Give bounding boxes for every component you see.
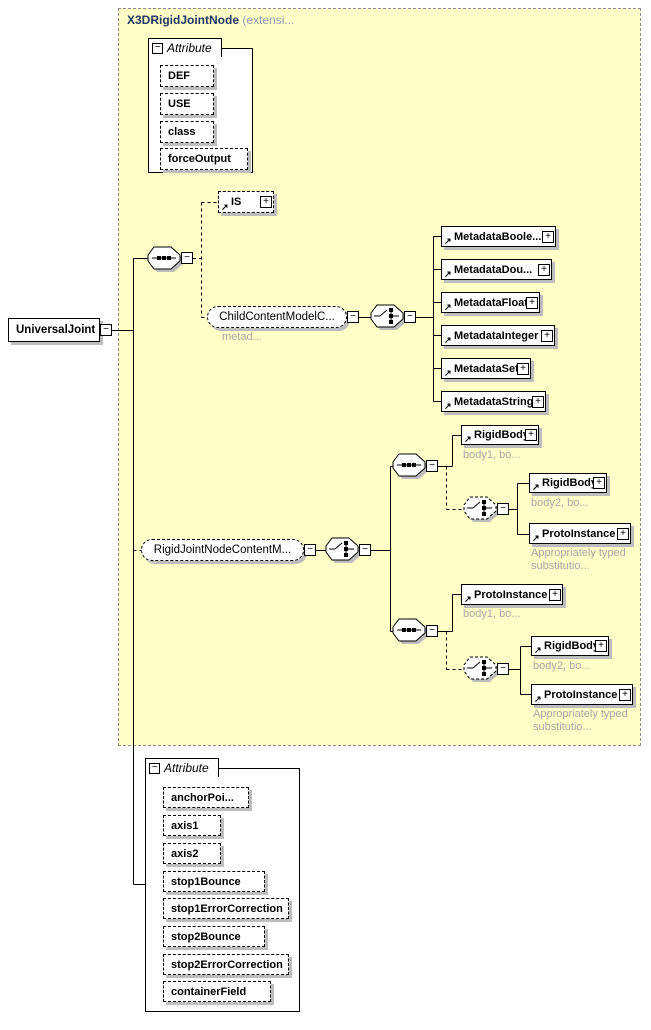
element-metadata-string[interactable]: ↗ MetadataString + (441, 391, 546, 412)
element-is[interactable]: ↗ IS + (218, 191, 274, 213)
attribute-forceoutput[interactable]: forceOutput (160, 148, 248, 170)
collapse-toggle-sequence[interactable]: − (426, 625, 438, 637)
expand-toggle[interactable]: + (526, 296, 538, 309)
expand-toggle[interactable]: + (542, 230, 554, 243)
choice-icon-optional (463, 656, 499, 682)
solid-connector-path (112, 236, 531, 885)
collapse-icon[interactable]: − (152, 42, 163, 54)
ref-arrow-icon: ↗ (444, 236, 452, 246)
element-annotation: Appropriately typed substitutio... (533, 708, 628, 733)
element-annotation: body1, bo... (463, 449, 521, 461)
element-annotation: body2, bo... (533, 660, 591, 672)
expand-toggle[interactable]: + (595, 640, 607, 652)
sequence-icon (392, 618, 428, 644)
collapse-icon[interactable]: − (149, 762, 160, 774)
collapse-toggle-childcontent[interactable]: − (347, 311, 359, 323)
expand-toggle[interactable]: + (593, 477, 605, 489)
expand-toggle[interactable]: + (538, 263, 550, 276)
ref-arrow-icon: ↗ (444, 335, 452, 345)
extension-title: X3DRigidJointNode (127, 13, 240, 27)
attribute-tab-label: Attribute (167, 41, 212, 55)
extension-suffix: (extensi... (242, 13, 295, 27)
dashed-connector-path (133, 202, 465, 670)
choice-icon (325, 537, 361, 563)
element-label: IS (231, 196, 242, 208)
collapse-toggle-rigidgroup[interactable]: − (304, 544, 316, 556)
expand-toggle-is[interactable]: + (260, 196, 272, 208)
element-metadata-boolean[interactable]: ↗ MetadataBoole... + (441, 226, 556, 247)
extension-header: X3DRigidJointNode (extensi... (127, 13, 294, 27)
attribute-stop2bounce[interactable]: stop2Bounce (163, 926, 265, 947)
ref-arrow-icon: ↗ (464, 594, 472, 604)
element-rigidbody-1[interactable]: ↗ RigidBody + (461, 425, 539, 445)
collapse-toggle-choice[interactable]: − (497, 503, 509, 515)
attribute-stop1errorcorrection[interactable]: stop1ErrorCorrection (163, 898, 289, 919)
ref-arrow-icon: ↗ (534, 645, 542, 655)
sequence-icon (147, 246, 183, 272)
collapse-toggle-root[interactable]: − (100, 324, 112, 336)
element-rigidbody-3[interactable]: ↗ RigidBody + (531, 636, 609, 656)
element-protoinstance-3[interactable]: ↗ ProtoInstance + (531, 684, 633, 705)
sequence-icon (392, 453, 428, 479)
group-rigidjointnodecontent[interactable]: RigidJointNodeContentM... (141, 539, 304, 561)
expand-toggle[interactable]: + (617, 527, 629, 540)
ref-arrow-icon: ↗ (532, 482, 540, 492)
element-annotation: body1, bo... (463, 608, 521, 620)
element-label: UniversalJoint (16, 324, 96, 336)
attribute-stop2errorcorrection[interactable]: stop2ErrorCorrection (163, 954, 289, 975)
attribute-anchorpoint[interactable]: anchorPoi... (163, 787, 249, 808)
ref-arrow-icon: ↗ (444, 368, 452, 378)
element-protoinstance-2[interactable]: ↗ ProtoInstance + (461, 584, 563, 605)
expand-toggle[interactable]: + (549, 588, 561, 601)
group-annotation: metad... (222, 331, 262, 343)
ref-arrow-icon: ↗ (532, 533, 540, 543)
element-metadata-double[interactable]: ↗ MetadataDou... + (441, 259, 552, 280)
bottom-attribute-tab: − Attribute (145, 758, 219, 777)
element-protoinstance-1[interactable]: ↗ ProtoInstance + (529, 523, 631, 544)
top-attribute-tab: − Attribute (148, 38, 222, 57)
expand-toggle[interactable]: + (517, 362, 529, 375)
attribute-def[interactable]: DEF (160, 65, 214, 87)
group-childcontentmodel[interactable]: ChildContentModelC... (207, 306, 347, 328)
attribute-containerfield[interactable]: containerField (163, 981, 271, 1002)
expand-toggle[interactable]: + (619, 688, 631, 701)
element-metadata-set[interactable]: ↗ MetadataSet + (441, 358, 531, 379)
collapse-toggle-choice[interactable]: − (497, 663, 509, 675)
attribute-axis2[interactable]: axis2 (163, 843, 221, 864)
element-metadata-float[interactable]: ↗ MetadataFloat + (441, 292, 540, 313)
expand-toggle[interactable]: + (541, 329, 553, 342)
collapse-toggle-sequence[interactable]: − (181, 252, 193, 264)
ref-arrow-icon: ↗ (464, 434, 472, 444)
attribute-stop1bounce[interactable]: stop1Bounce (163, 871, 265, 892)
collapse-toggle-choice[interactable]: − (404, 311, 416, 323)
element-universaljoint[interactable]: UniversalJoint (8, 318, 100, 342)
choice-icon-optional (463, 496, 499, 522)
choice-icon (370, 304, 406, 330)
attribute-class[interactable]: class (160, 121, 214, 143)
element-metadata-integer[interactable]: ↗ MetadataInteger + (441, 325, 555, 346)
ref-arrow-icon: ↗ (221, 202, 229, 212)
ref-arrow-icon: ↗ (444, 401, 452, 411)
ref-arrow-icon: ↗ (444, 269, 452, 279)
collapse-toggle-sequence[interactable]: − (426, 460, 438, 472)
expand-toggle[interactable]: + (532, 395, 544, 408)
element-annotation: Appropriately typed substitutio... (531, 547, 626, 572)
attribute-axis1[interactable]: axis1 (163, 815, 221, 836)
attribute-use[interactable]: USE (160, 93, 214, 115)
ref-arrow-icon: ↗ (534, 694, 542, 704)
attribute-tab-label: Attribute (164, 761, 209, 775)
element-annotation: body2, bo... (531, 497, 589, 509)
ref-arrow-icon: ↗ (444, 302, 452, 312)
collapse-toggle-choice[interactable]: − (359, 544, 371, 556)
element-rigidbody-2[interactable]: ↗ RigidBody + (529, 473, 607, 493)
expand-toggle[interactable]: + (525, 429, 537, 441)
